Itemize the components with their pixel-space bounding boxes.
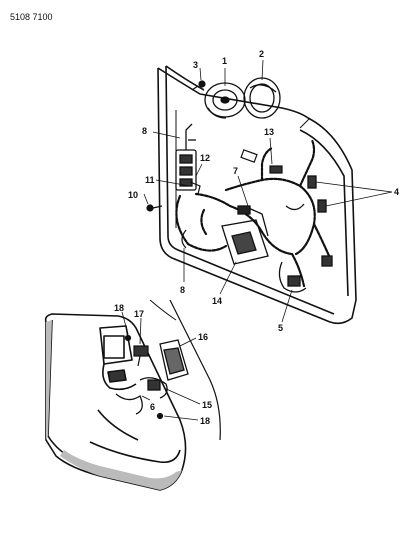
callout-12: 12 bbox=[200, 153, 210, 163]
trim-panel-shading bbox=[46, 320, 182, 490]
speaker-trim-ring bbox=[243, 77, 281, 119]
callout-11: 11 bbox=[145, 175, 155, 185]
callout-17: 17 bbox=[134, 309, 144, 319]
callout-7: 7 bbox=[233, 166, 238, 176]
screw-18a bbox=[124, 334, 132, 342]
callout-18a: 18 bbox=[114, 303, 124, 313]
handle-15 bbox=[115, 377, 168, 415]
wiring-harness bbox=[175, 138, 332, 288]
leader-lines bbox=[121, 59, 393, 421]
callout-5: 5 bbox=[278, 323, 283, 333]
switch-module bbox=[175, 123, 197, 191]
callout-8a: 8 bbox=[142, 126, 147, 136]
callout-6: 6 bbox=[150, 402, 155, 412]
trim-panel bbox=[44, 299, 221, 491]
callout-2: 2 bbox=[259, 49, 264, 59]
grommet bbox=[181, 203, 305, 249]
callout-13: 13 bbox=[264, 127, 274, 137]
bracket-14 bbox=[221, 205, 269, 265]
callout-18b: 18 bbox=[200, 416, 210, 426]
callout-3: 3 bbox=[193, 60, 198, 70]
callout-15: 15 bbox=[202, 400, 212, 410]
drawing-ref: 5108 7100 bbox=[10, 12, 53, 22]
switch-17 bbox=[133, 345, 149, 367]
callout-10: 10 bbox=[128, 190, 138, 200]
bezel-16 bbox=[159, 339, 189, 381]
connector-4 bbox=[307, 175, 333, 267]
connector-5 bbox=[278, 261, 307, 293]
callout-8b: 8 bbox=[180, 285, 185, 295]
connector-13 bbox=[240, 149, 283, 174]
callout-4: 4 bbox=[394, 187, 399, 197]
callout-labels: 1 2 3 8 13 12 11 7 4 10 8 14 5 18 17 16 … bbox=[114, 49, 399, 426]
callout-14: 14 bbox=[212, 296, 222, 306]
door-frame bbox=[157, 65, 357, 325]
callout-16: 16 bbox=[198, 332, 208, 342]
bolt-10 bbox=[146, 204, 163, 212]
clip-11 bbox=[189, 181, 201, 195]
callout-1: 1 bbox=[222, 56, 227, 66]
screw-3 bbox=[191, 80, 206, 91]
screw-18b bbox=[156, 412, 164, 420]
